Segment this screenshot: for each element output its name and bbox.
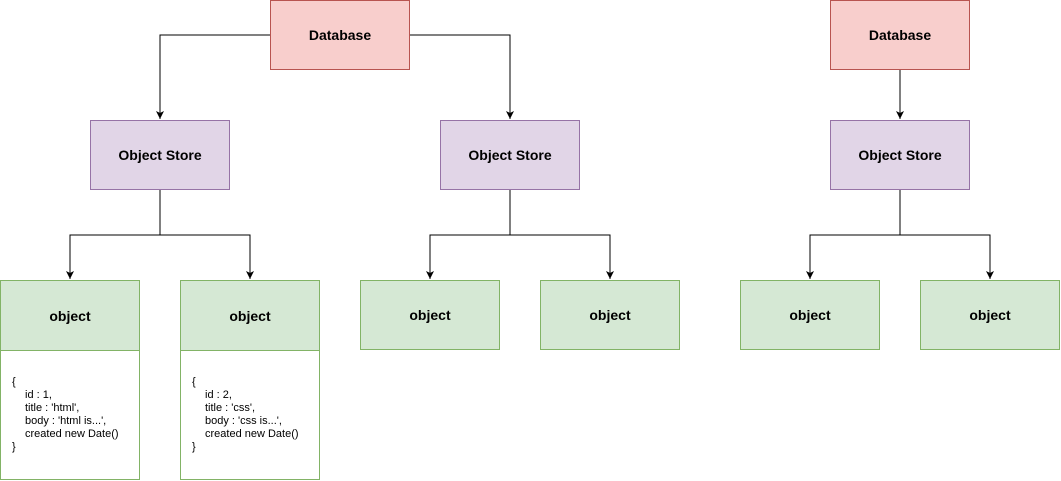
object-label: object [409,307,451,323]
object-1-code-block: { id : 1, title : 'html', body : 'html i… [0,351,140,480]
connector-store-2-to-object-3 [426,190,511,279]
object-node-3[interactable]: object [360,280,500,350]
object-store-node-1[interactable]: Object Store [90,120,230,190]
connector-store-3-to-object-5 [806,190,901,279]
connector-store-3-to-object-6 [899,190,994,279]
object-label: object [589,307,631,323]
database-node-left[interactable]: Database [270,0,410,70]
database-node-right[interactable]: Database [830,0,970,70]
code-line: created new Date() [25,428,119,440]
database-label: Database [868,27,932,43]
code-line: body : 'html is...', [25,415,107,427]
object-store-label: Object Store [468,147,552,163]
code-line: } [12,441,16,453]
object-node-4[interactable]: object [540,280,680,350]
code-line: id : 2, [205,389,232,401]
object-node-6[interactable]: object [920,280,1060,350]
object-store-node-2[interactable]: Object Store [440,120,580,190]
database-label: Database [308,27,372,43]
connector-store-2-to-object-4 [509,190,614,279]
code-line: { [12,376,16,388]
object-store-label: Object Store [118,147,202,163]
connector-store-1-to-object-2 [159,190,254,279]
object-2-code-block: { id : 2, title : 'css', body : 'css is.… [180,351,320,480]
object-store-label: Object Store [858,147,942,163]
object-node-5[interactable]: object [740,280,880,350]
code-line: body : 'css is...', [205,415,282,427]
code-line: title : 'css', [205,402,256,414]
object-store-node-3[interactable]: Object Store [830,120,970,190]
object-label: object [789,307,831,323]
code-line: { [192,376,196,388]
object-node-1[interactable]: object [0,280,140,351]
object-label: object [969,307,1011,323]
code-line: } [192,441,196,453]
code-line: title : 'html', [25,402,80,414]
code-line: id : 1, [25,389,52,401]
code-line: created new Date() [205,428,299,440]
object-label: object [49,307,91,324]
connector-db-left-to-store-1 [156,34,270,119]
connector-db-left-to-store-2 [410,34,514,119]
object-node-2[interactable]: object [180,280,320,351]
connector-store-1-to-object-1 [66,190,161,279]
object-label: object [229,307,271,324]
